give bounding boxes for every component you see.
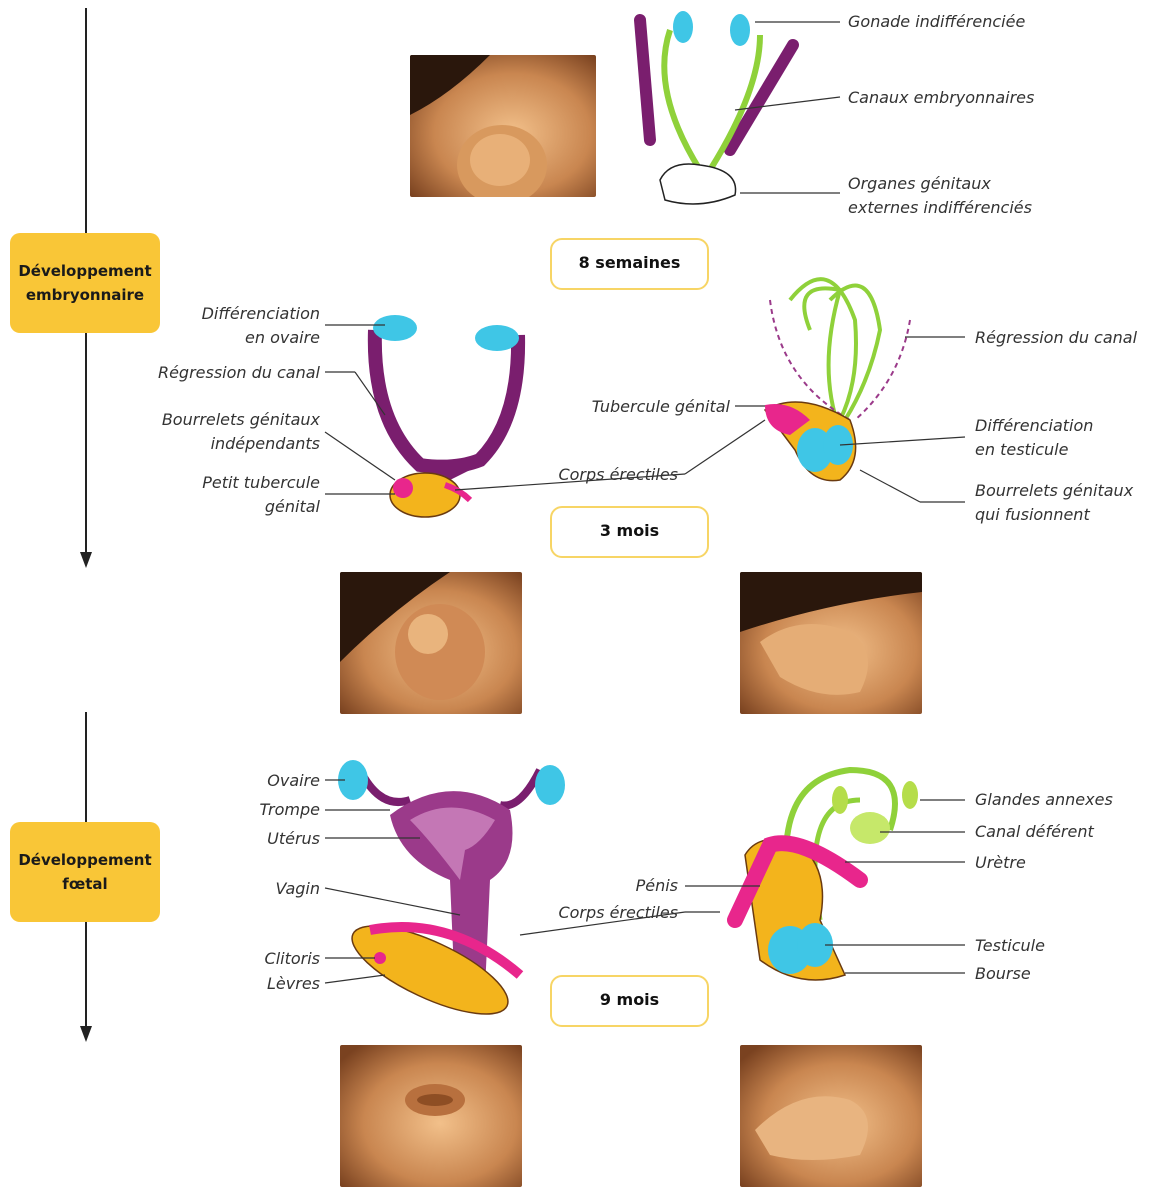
label-vagin: Vagin: [276, 877, 320, 901]
label-tubercule-f-1: Petit tubercule: [202, 471, 320, 495]
label-canaux: Canaux embryonnaires: [848, 86, 1034, 110]
label-gonade: Gonade indifférenciée: [848, 10, 1025, 34]
label-corps-erectiles-9m: Corps érectiles: [558, 901, 678, 925]
label-canal-deferent: Canal déférent: [975, 820, 1094, 844]
label-regression-male: Régression du canal: [975, 326, 1137, 350]
label-bourrelets-m-2: qui fusionnent: [975, 503, 1090, 527]
label-testicule: Testicule: [975, 934, 1045, 958]
label-penis: Pénis: [636, 874, 678, 898]
label-diff-test-2: en testicule: [975, 438, 1068, 462]
label-corps-erectiles-3m: Corps érectiles: [558, 463, 678, 487]
label-diff-ovaire-1: Différenciation: [202, 302, 320, 326]
diagram-indifferent: [640, 11, 793, 204]
label-diff-test-1: Différenciation: [975, 414, 1093, 438]
diagram-3m-male: [765, 279, 910, 480]
label-levres: Lèvres: [267, 972, 320, 996]
label-bourrelets-f-2: indépendants: [211, 432, 320, 456]
label-organes-1: Organes génitaux: [848, 172, 991, 196]
label-clitoris: Clitoris: [265, 947, 320, 971]
label-organes-2: externes indifférenciés: [848, 196, 1032, 220]
label-uretre: Urètre: [975, 851, 1026, 875]
label-trompe: Trompe: [260, 798, 320, 822]
label-bourse: Bourse: [975, 962, 1031, 986]
diagram-9m-female: [338, 760, 565, 1031]
label-uterus: Utérus: [267, 827, 320, 851]
label-glandes-annexes: Glandes annexes: [975, 788, 1113, 812]
label-bourrelets-f-1: Bourrelets génitaux: [162, 408, 320, 432]
label-ovaire: Ovaire: [267, 769, 320, 793]
label-regression-female: Régression du canal: [158, 361, 320, 385]
label-tubercule-f-2: génital: [265, 495, 320, 519]
label-diff-ovaire-2: en ovaire: [245, 326, 320, 350]
diagram-9m-male: [735, 770, 918, 980]
label-bourrelets-m-1: Bourrelets génitaux: [975, 479, 1133, 503]
label-tubercule-genital: Tubercule génital: [592, 395, 730, 419]
